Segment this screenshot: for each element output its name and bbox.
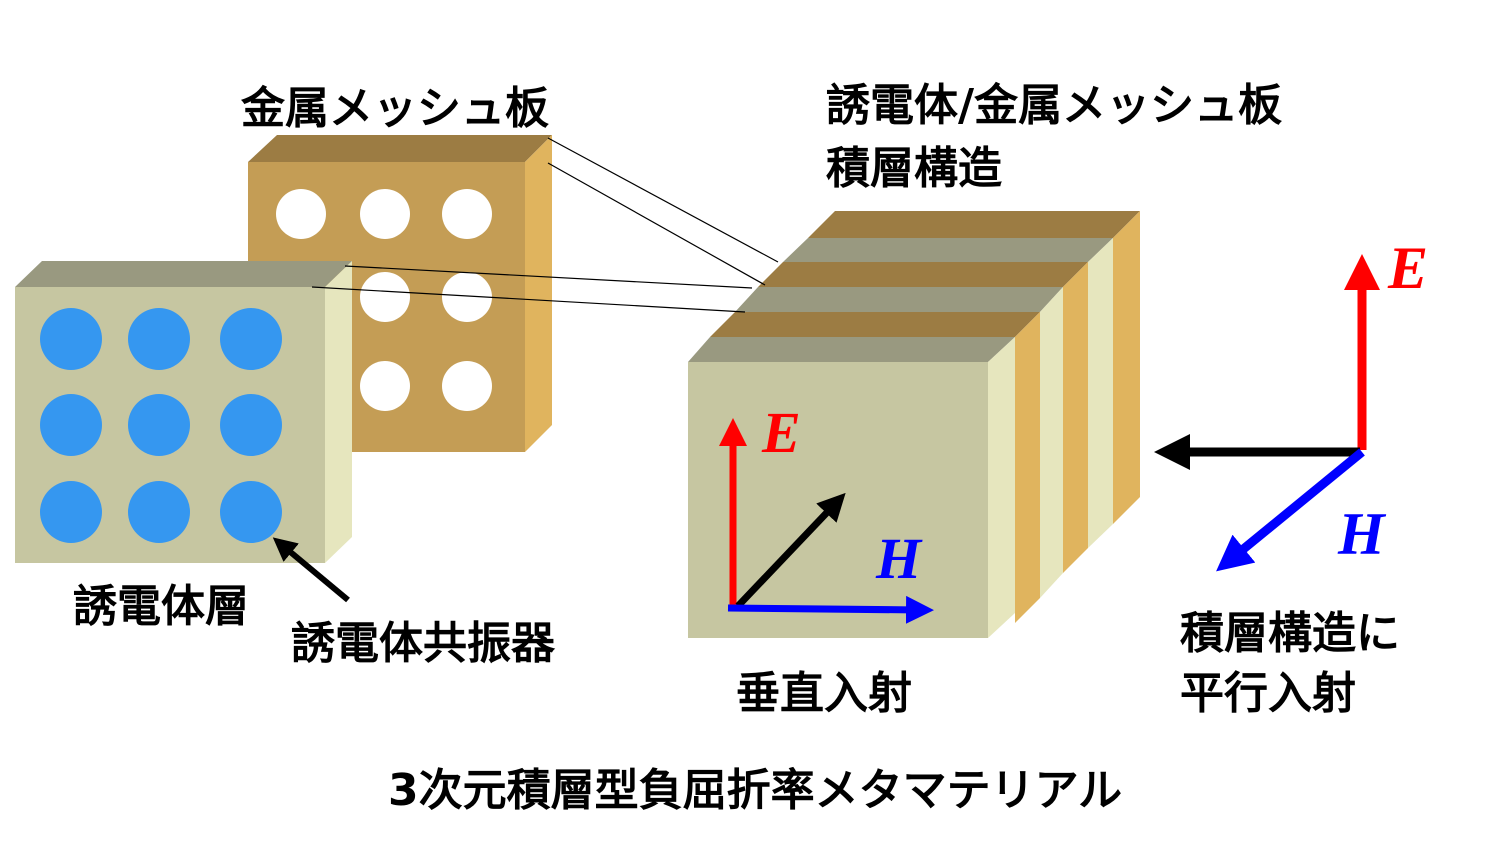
dielectric-layer (15, 261, 352, 563)
stack-dielectric-top (783, 238, 1113, 262)
dielectric-resonator (128, 394, 190, 456)
stack-dielectric-top (735, 287, 1063, 312)
stack-metal-top (710, 312, 1040, 337)
e-vector-label: E (761, 400, 801, 465)
metal-plate-side (525, 135, 552, 452)
label-dielectric-resonator: 誘電体共振器 (291, 618, 556, 669)
dielectric-resonator (40, 394, 102, 456)
parallel-incidence-vectors: E H (1154, 235, 1428, 572)
resonator-pointer-arrow (272, 537, 350, 603)
mesh-hole (442, 189, 492, 239)
normal-incidence-vectors: E H (719, 400, 934, 624)
dielectric-resonator (220, 394, 282, 456)
dielectric-resonator (128, 481, 190, 543)
mesh-hole (442, 272, 492, 322)
stack-metal-side (1063, 262, 1088, 573)
stack-metal-side (1113, 211, 1140, 524)
stack-metal-side (1015, 312, 1040, 623)
h-vector-label: H (1337, 501, 1387, 567)
stack-dielectric-top (688, 337, 1015, 362)
label-stack-title-line2: 積層構造 (826, 143, 1002, 194)
label-metal-mesh-plate: 金属メッシュ板 (240, 83, 549, 134)
leader-line (311, 286, 746, 313)
label-parallel-incidence-line2: 平行入射 (1180, 668, 1356, 719)
dielectric-resonator (40, 481, 102, 543)
leader-line (547, 162, 766, 286)
mesh-hole (360, 361, 410, 411)
dielectric-layer-top (15, 261, 352, 287)
mesh-hole (360, 272, 410, 322)
mesh-hole (276, 189, 326, 239)
stack-metal-top (808, 211, 1140, 238)
h-vector-label: H (875, 526, 923, 591)
dielectric-resonator (220, 308, 282, 370)
dielectric-resonator (128, 308, 190, 370)
label-dielectric-layer: 誘電体層 (73, 581, 249, 632)
h-field-arrow (1216, 448, 1365, 572)
dielectric-layer-side (325, 261, 352, 563)
stacked-structure (688, 211, 1140, 638)
label-parallel-incidence-line1: 積層構造に (1180, 608, 1400, 659)
mesh-hole (360, 189, 410, 239)
dielectric-resonator (220, 481, 282, 543)
label-normal-incidence: 垂直入射 (736, 668, 912, 719)
leader-line (547, 137, 779, 263)
stack-dielectric-side (988, 337, 1015, 638)
label-stack-title-line1: 誘電体/金属メッシュ板 (826, 80, 1282, 131)
stack-dielectric-side (1040, 287, 1063, 598)
leader-line (344, 265, 753, 289)
dielectric-resonator (40, 308, 102, 370)
figure-caption: 3次元積層型負屈折率メタマテリアル (388, 765, 1122, 816)
propagation-arrow (735, 492, 846, 609)
leader-lines (311, 137, 779, 313)
stack-dielectric-side (1088, 238, 1113, 548)
metal-plate-top (248, 135, 552, 162)
h-field-arrow (727, 595, 934, 624)
e-vector-label: E (1387, 235, 1428, 301)
stack-metal-top (758, 262, 1088, 287)
mesh-hole (442, 361, 492, 411)
